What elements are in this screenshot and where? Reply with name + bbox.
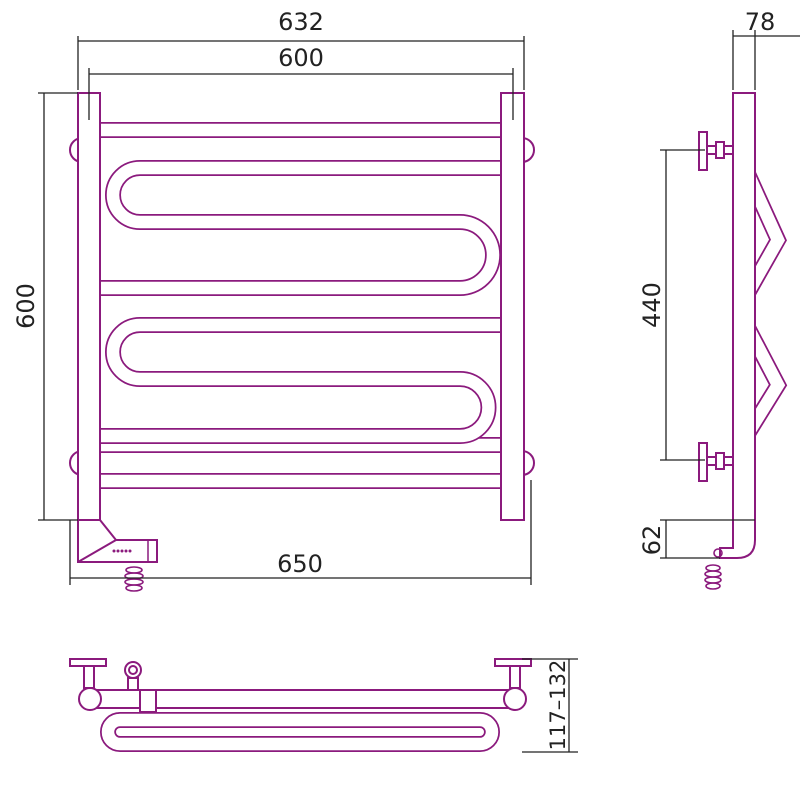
heater-coil-icon [704,548,723,590]
dim-total-width: 650 [277,550,323,578]
right-post [500,92,525,521]
dim-heater-offset: 62 [638,525,666,556]
dim-height: 600 [12,283,40,329]
dim-wall-distance: 117–132 [546,660,570,751]
dim-mount-distance: 440 [638,282,666,328]
crossbars [92,122,508,489]
side-mount-bracket [698,442,734,482]
front-view [69,92,535,592]
side-mount-bracket [698,131,734,171]
top-dimensions [522,658,578,753]
dim-depth: 78 [745,8,776,36]
side-dimensions [660,30,800,559]
front-dimensions [38,36,532,585]
electric-heater [77,519,158,592]
left-post [77,92,101,521]
top-view [69,658,532,752]
dim-overall-width: 632 [278,8,324,36]
side-view [698,92,788,590]
heater-coil-icon [124,566,144,592]
side-post [719,92,756,559]
dim-center-distance: 600 [278,44,324,72]
